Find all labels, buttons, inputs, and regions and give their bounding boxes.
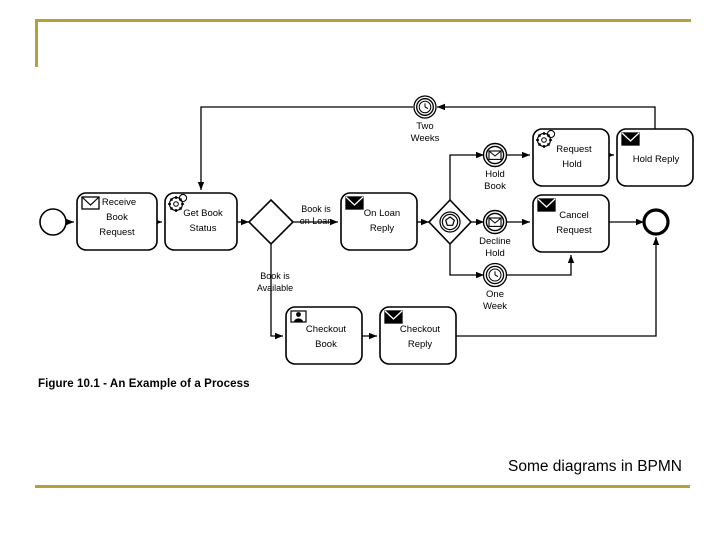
task-label-line: Reply xyxy=(370,223,395,234)
event-label-line: Two xyxy=(416,121,433,132)
task-label-line: Receive xyxy=(102,197,136,208)
task-get-book-status[interactable]: Get Book Status xyxy=(164,192,238,251)
event-label-line: Weeks xyxy=(411,133,440,144)
task-label-line: Status xyxy=(190,223,217,234)
task-label-line: Hold Reply xyxy=(633,154,680,165)
svg-text:Book is: Book is xyxy=(260,271,290,281)
task-label-line: Hold xyxy=(562,159,582,170)
figure-caption: Figure 10.1 - An Example of a Process xyxy=(38,378,250,390)
event-label-line: Decline xyxy=(479,236,511,247)
task-request-hold[interactable]: Request Hold xyxy=(532,128,610,187)
message-send-icon xyxy=(621,132,640,146)
sequence-flows xyxy=(66,103,660,340)
task-checkout-book[interactable]: Checkout Book xyxy=(285,306,363,365)
task-checkout-reply[interactable]: Checkout Reply xyxy=(379,306,457,365)
flow-label-book-is-on-loan: Book is on Loan xyxy=(300,204,333,226)
service-gear-icon xyxy=(536,129,556,148)
task-label-line: Book xyxy=(315,339,337,350)
task-receive-book-request[interactable]: Receive Book Request xyxy=(76,192,158,251)
task-hold-reply[interactable]: Hold Reply xyxy=(616,128,694,187)
user-icon xyxy=(290,310,307,323)
task-label-line: On Loan xyxy=(364,208,400,219)
end-event[interactable] xyxy=(642,208,670,236)
event-label-line: Hold xyxy=(485,169,505,180)
message-receive-icon xyxy=(81,196,100,210)
task-cancel-request[interactable]: Cancel Request xyxy=(532,194,610,253)
service-gear-icon xyxy=(168,193,188,212)
flow-label-book-is-available: Book is Available xyxy=(257,271,293,293)
top-horizontal-rule xyxy=(35,19,691,22)
intermediate-message-event-hold-book[interactable]: Hold Book xyxy=(482,142,508,193)
event-based-gateway[interactable] xyxy=(427,198,473,246)
task-label-line: Reply xyxy=(408,339,433,350)
task-label-line: Request xyxy=(99,227,135,238)
task-label-line: Request xyxy=(556,225,592,236)
event-label-line: Hold xyxy=(485,248,505,259)
start-event[interactable] xyxy=(39,208,67,236)
message-send-icon xyxy=(384,310,403,324)
exclusive-gateway[interactable] xyxy=(247,198,295,246)
task-label-line: Checkout xyxy=(400,324,440,335)
message-send-icon xyxy=(537,198,556,212)
event-label-line: Book xyxy=(484,181,506,192)
task-label-line: Checkout xyxy=(306,324,346,335)
svg-text:Available: Available xyxy=(257,283,293,293)
task-label-line: Cancel xyxy=(559,210,589,221)
message-send-icon xyxy=(345,196,364,210)
event-label-line: Week xyxy=(483,301,507,312)
svg-text:Book is: Book is xyxy=(301,204,331,214)
top-vertical-rule xyxy=(35,19,38,67)
svg-text:on Loan: on Loan xyxy=(300,216,333,226)
task-label-line: Book xyxy=(106,212,128,223)
task-label-line: Get Book xyxy=(183,208,223,219)
bottom-horizontal-rule xyxy=(35,485,690,488)
intermediate-timer-event-one-week[interactable]: One Week xyxy=(482,262,507,313)
task-on-loan-reply[interactable]: On Loan Reply xyxy=(340,192,418,251)
slide-bottom-caption: Some diagrams in BPMN xyxy=(508,458,683,475)
bpmn-diagram: Receive Book Request xyxy=(0,70,720,400)
intermediate-message-event-decline-hold[interactable]: Decline Hold xyxy=(479,209,511,260)
event-label-line: One xyxy=(486,289,504,300)
task-label-line: Request xyxy=(556,144,592,155)
intermediate-timer-event-two-weeks[interactable]: Two Weeks xyxy=(411,95,440,144)
